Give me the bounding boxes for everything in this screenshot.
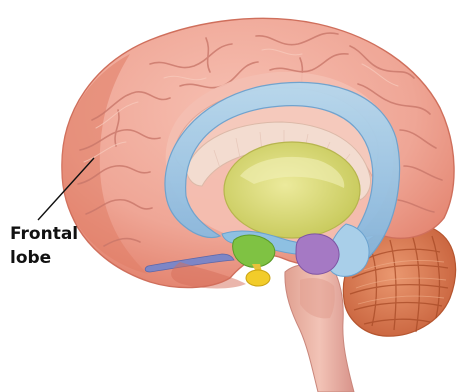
label-line-1: Frontal (10, 222, 120, 246)
label-line-2: lobe (10, 246, 120, 270)
amygdala (296, 234, 339, 274)
thalamus (224, 142, 360, 238)
frontal-lobe-label: Frontal lobe (10, 222, 120, 270)
pituitary-gland (246, 270, 270, 286)
